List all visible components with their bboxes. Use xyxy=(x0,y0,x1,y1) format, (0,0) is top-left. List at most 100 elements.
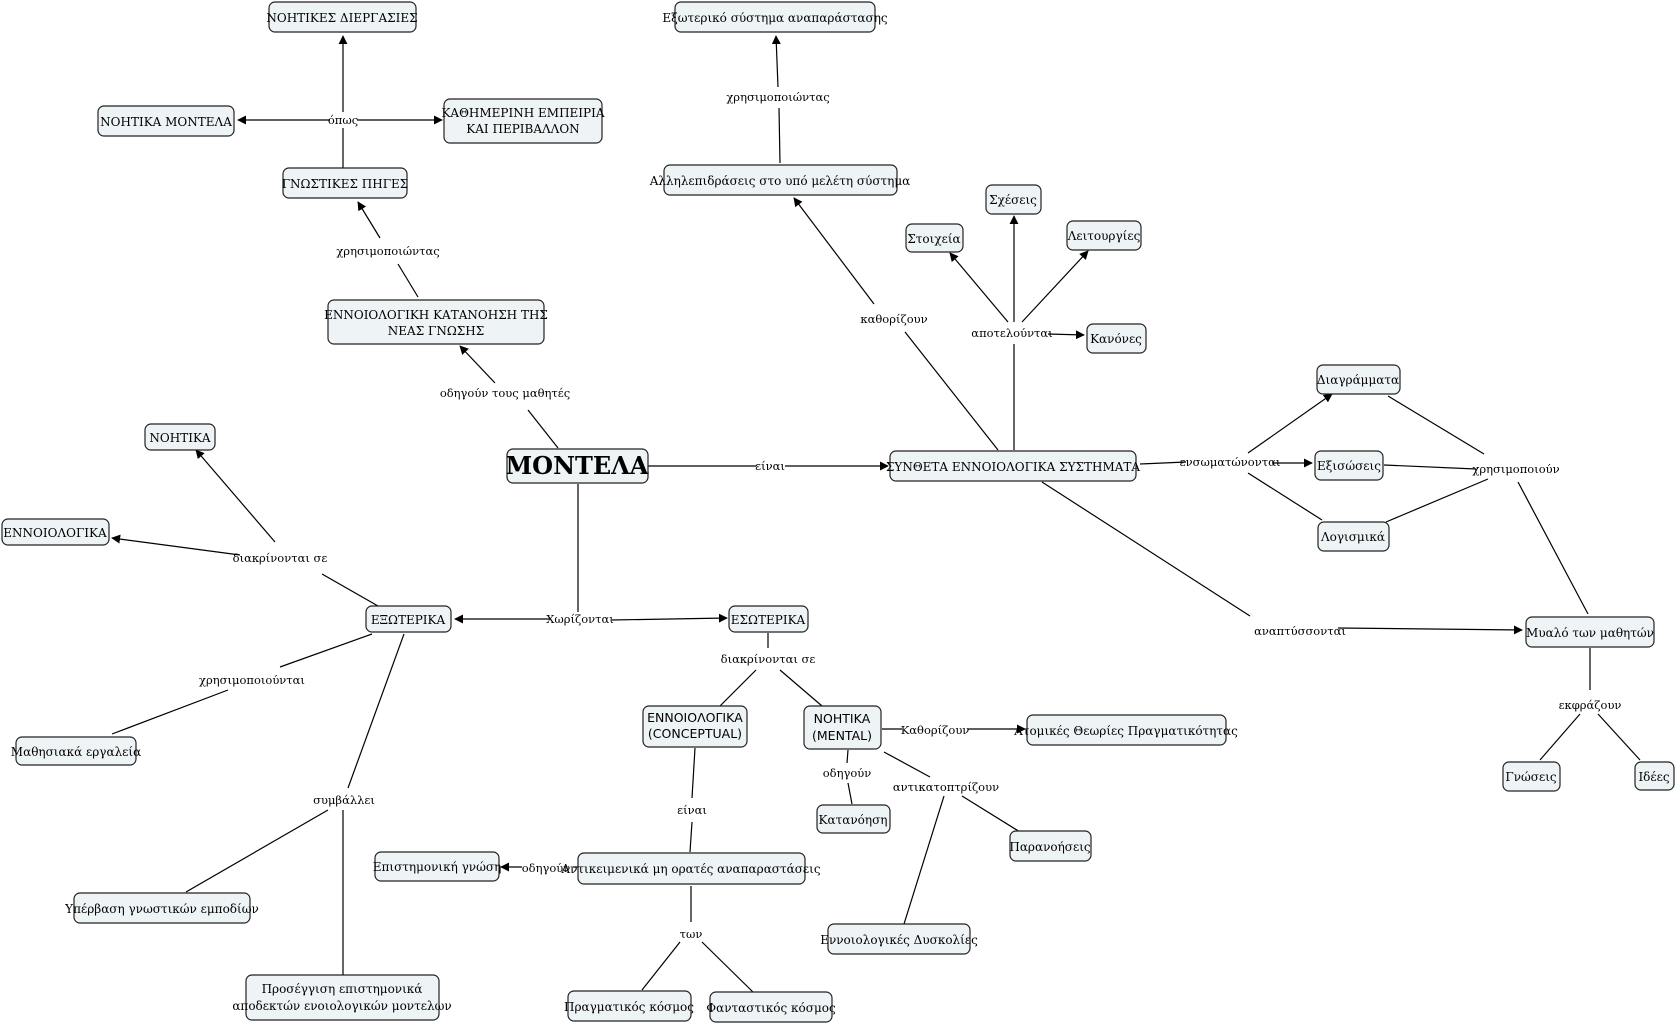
connector xyxy=(111,534,241,556)
node-montela[interactable]: ΜΟΝΤΕΛΑ xyxy=(506,448,649,484)
link-labels: οδηγούν τους μαθητές χρησιμοποιώντας όπω… xyxy=(199,90,1621,941)
node-noitika-mental[interactable]: ΝΟΗΤΙΚΑ (MENTAL) xyxy=(803,705,882,750)
node-label: Πραγματικός κόσμος xyxy=(564,1000,694,1014)
node-stoixeia[interactable]: Στοιχεία xyxy=(905,223,964,253)
link-label-odigoun: οδηγούν xyxy=(522,861,571,875)
connector xyxy=(719,669,757,707)
node-label: ΚΑΙ ΠΕΡΙΒΑΛΛΟΝ xyxy=(466,122,579,136)
node-label: Λειτουργίες xyxy=(1067,229,1141,243)
node-syntheta-systimata[interactable]: ΣΥΝΘΕΤΑ ΕΝΝΟΙΟΛΟΓΙΚΑ ΣΥΣΤΗΜΑΤΑ xyxy=(886,450,1140,482)
node-gnostikes-piges[interactable]: ΓΝΩΣΤΙΚΕΣ ΠΗΓΕΣ xyxy=(282,167,409,199)
node-label: ΝΟΗΤΙΚΕΣ ΔΙΕΡΓΑΣΙΕΣ xyxy=(266,11,417,25)
connector xyxy=(1247,472,1323,521)
connector xyxy=(689,821,693,853)
node-myalo-mathiton[interactable]: Μυαλό των μαθητών xyxy=(1525,616,1655,648)
link-label-ekfrazoun: εκφράζουν xyxy=(1559,698,1622,712)
node-gnoseis[interactable]: Γνώσεις xyxy=(1502,761,1561,792)
node-label: Κατανόηση xyxy=(819,813,888,827)
connectors xyxy=(111,35,1641,995)
node-label: Φανταστικός κόσμος xyxy=(706,1001,836,1015)
connector xyxy=(357,201,381,239)
node-exisoseis[interactable]: Εξισώσεις xyxy=(1314,450,1384,481)
node-epistimoniki-gnosi[interactable]: Επιστημονική γνώση xyxy=(373,851,502,882)
link-label-symvallei: συμβάλλει xyxy=(313,793,375,807)
link-label-xrisimopoiountai: χρησιμοποιούνται xyxy=(199,673,305,687)
node-label: Ατομικές Θεωρίες Πραγματικότητας xyxy=(1013,724,1238,738)
link-label-ton: των xyxy=(680,927,703,941)
node-leitourgies[interactable]: Λειτουργίες xyxy=(1066,220,1142,251)
link-label-opos: όπως xyxy=(328,113,358,127)
link-label-xrisimopoiontas: χρησιμοποιώντας xyxy=(336,244,439,258)
connector xyxy=(1387,395,1485,455)
link-label-xorizontai: Χωρίζονται xyxy=(546,612,614,626)
link-label-antikatoptrizoun: αντικατοπτρίζουν xyxy=(893,780,999,794)
link-label-kathorizoun: καθορίζουν xyxy=(860,312,927,326)
node-kanones[interactable]: Κανόνες xyxy=(1086,323,1147,354)
connector xyxy=(847,782,853,805)
node-label: ΕΞΩΤΕΡΙΚΑ xyxy=(371,613,446,627)
connector xyxy=(1597,713,1641,761)
node-noitika[interactable]: ΝΟΗΤΙΚΑ xyxy=(144,423,216,451)
node-atomikes-theories[interactable]: Ατομικές Θεωρίες Πραγματικότητας xyxy=(1013,714,1238,746)
node-noitika-montela[interactable]: ΝΟΗΤΙΚΑ ΜΟΝΤΕΛΑ xyxy=(97,105,235,137)
node-mathisiaka-ergaleia[interactable]: Μαθησιακά εργαλεία xyxy=(11,736,141,766)
connector xyxy=(527,409,559,449)
node-ypervasi-empodion[interactable]: Υπέρβαση γνωστικών εμποδίων xyxy=(64,892,259,924)
node-ennoiologika-conceptual[interactable]: ΕΝΝΟΙΟΛΟΓΙΚΑ (CONCEPTUAL) xyxy=(642,705,748,748)
node-pragmatikos-kosmos[interactable]: Πραγματικός κόσμος xyxy=(564,990,694,1022)
node-label: Διαγράμματα xyxy=(1317,373,1399,387)
node-fantastikos-kosmos[interactable]: Φανταστικός κόσμος xyxy=(706,991,836,1023)
node-katanoisi[interactable]: Κατανόηση xyxy=(816,804,891,834)
node-label: ΣΥΝΘΕΤΑ ΕΝΝΟΙΟΛΟΓΙΚΑ ΣΥΣΤΗΜΑΤΑ xyxy=(886,460,1140,474)
node-label: Κανόνες xyxy=(1090,332,1142,346)
node-label: αποδεκτών ενοιολογικών μοντελων xyxy=(232,999,451,1013)
node-allilepidraseis[interactable]: Αλληλεπιδράσεις στο υπό μελέτη σύστημα xyxy=(649,164,911,196)
node-antikeimenika-anaparastaseis[interactable]: Αντικειμενικά μη ορατές αναπαραστάσεις xyxy=(560,852,821,885)
node-label: ΕΝΝΟΙΟΛΟΓΙΚΑ xyxy=(3,526,107,540)
connector xyxy=(641,941,681,991)
node-label: Στοιχεία xyxy=(907,232,960,246)
connector xyxy=(903,795,945,925)
node-exoteriko-systima[interactable]: Εξωτερικό σύστημα αναπαράστασης xyxy=(662,1,888,33)
connector xyxy=(793,197,875,305)
node-label: Προσέγγιση επιστημονικά xyxy=(262,982,423,996)
node-label: (CONCEPTUAL) xyxy=(648,726,742,741)
connector xyxy=(691,747,696,799)
node-kathimerini-empeiria[interactable]: ΚΑΘΗΜΕΡΙΝΗ ΕΜΠΕΙΡΙΑ ΚΑΙ ΠΕΡΙΒΑΛΛΟΝ xyxy=(441,98,605,144)
node-label: Παρανοήσεις xyxy=(1009,840,1091,854)
link-label-einai: είναι xyxy=(677,803,707,817)
node-label: ΚΑΘΗΜΕΡΙΝΗ ΕΜΠΕΙΡΙΑ xyxy=(441,106,604,120)
node-esoterika[interactable]: ΕΣΩΤΕΡΙΚΑ xyxy=(728,605,809,633)
connector xyxy=(904,331,999,451)
node-label: Επιστημονική γνώση xyxy=(373,860,502,874)
connector xyxy=(779,669,823,707)
node-diagrammata[interactable]: Διαγράμματα xyxy=(1316,364,1401,395)
connector xyxy=(701,941,756,995)
connector xyxy=(949,252,1009,323)
node-label: ΜΟΝΤΕΛΑ xyxy=(506,451,649,480)
node-idees[interactable]: Ιδέες xyxy=(1634,761,1675,791)
node-logismika[interactable]: Λογισμικά xyxy=(1317,521,1390,552)
link-label-diakrinontai-se: διακρίνονται σε xyxy=(721,652,816,666)
node-ennoiologika[interactable]: ΕΝΝΟΙΟΛΟΓΙΚΑ xyxy=(1,518,110,546)
node-ennoiologikes-dyskolies[interactable]: Εννοιολογικές Δυσκολίες xyxy=(820,923,978,955)
node-label: Αλληλεπιδράσεις στο υπό μελέτη σύστημα xyxy=(649,174,911,188)
connector xyxy=(1383,464,1477,470)
connector xyxy=(279,633,373,668)
node-label: ΝΟΗΤΙΚΑ xyxy=(814,711,871,726)
node-proseggisi-montelon[interactable]: Προσέγγιση επιστημονικά αποδεκτών ενοιολ… xyxy=(232,974,452,1021)
node-paranoiseis[interactable]: Παρανοήσεις xyxy=(1009,830,1092,862)
node-label: ΝΕΑΣ ΓΝΩΣΗΣ xyxy=(388,324,484,338)
node-scheseis[interactable]: Σχέσεις xyxy=(985,184,1042,215)
node-label: Γνώσεις xyxy=(1505,770,1557,784)
node-exoterika[interactable]: ΕΞΩΤΕΡΙΚΑ xyxy=(365,605,452,633)
node-noitikes-diergasies[interactable]: ΝΟΗΤΙΚΕΣ ΔΙΕΡΓΑΣΙΕΣ xyxy=(266,1,418,33)
connector xyxy=(459,345,496,384)
node-ennoiologiki-katanoisi[interactable]: ΕΝΝΟΙΟΛΟΓΙΚΗ ΚΑΤΑΝΟΗΣΗ ΤΗΣ ΝΕΑΣ ΓΝΩΣΗΣ xyxy=(324,299,548,345)
node-label: Εξισώσεις xyxy=(1317,459,1381,473)
node-label: Μαθησιακά εργαλεία xyxy=(11,745,141,759)
node-label: (MENTAL) xyxy=(812,728,872,743)
node-label: ΕΝΝΟΙΟΛΟΓΙΚΑ xyxy=(647,710,743,725)
link-label-odigoun: οδηγούν xyxy=(823,766,872,780)
